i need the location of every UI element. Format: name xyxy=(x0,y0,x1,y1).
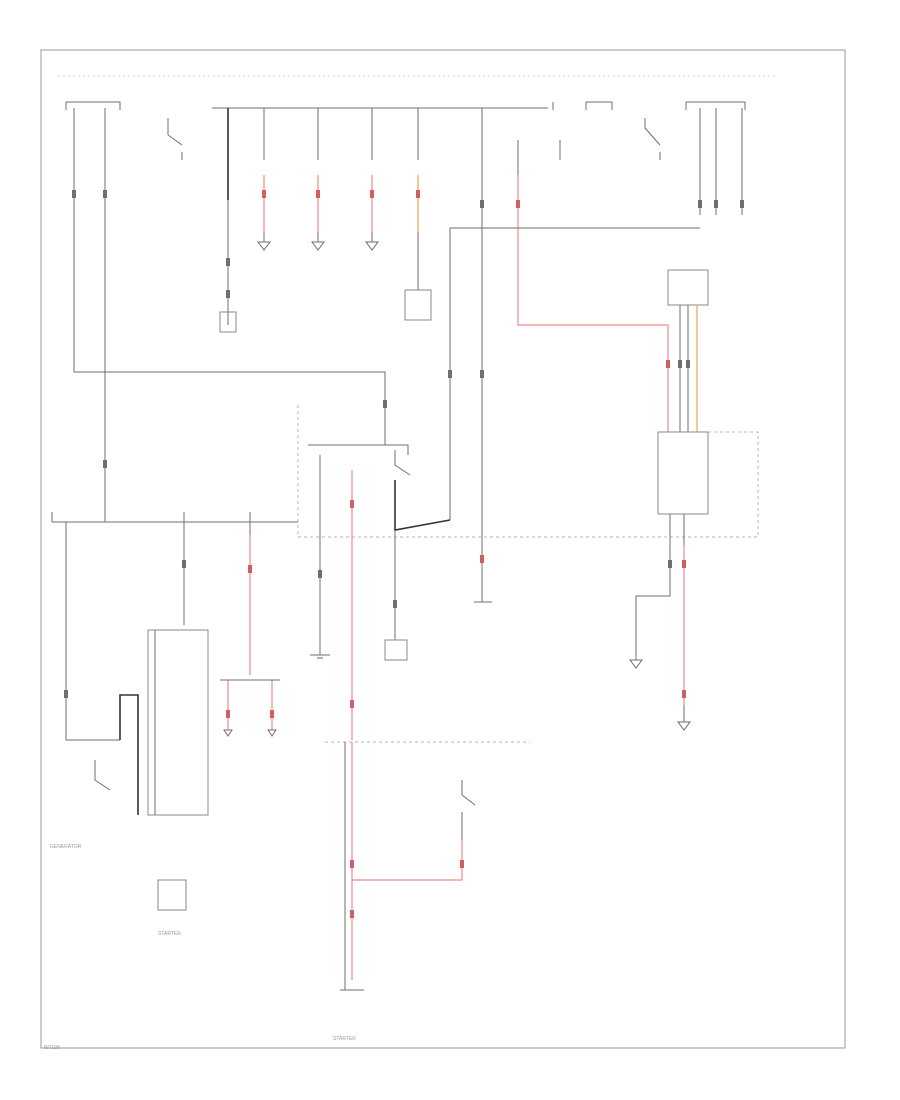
starter-cut-switch xyxy=(461,780,476,840)
right-control-module xyxy=(657,431,709,515)
relay-ground-wire xyxy=(394,480,451,531)
generator-label: GENERATOR xyxy=(50,844,82,850)
starter-relay-box xyxy=(384,639,408,661)
top-left-switch xyxy=(167,118,183,160)
fuse-column-1 xyxy=(257,108,271,251)
fuse-column-2 xyxy=(311,108,325,251)
right-top-module xyxy=(667,269,709,306)
main-fuse-box xyxy=(219,311,237,333)
starter-red-wire xyxy=(351,742,463,881)
diagram-frame xyxy=(40,49,846,1049)
top-right-switch xyxy=(644,118,661,160)
footer-code: W7108 xyxy=(44,1045,60,1051)
generator-block xyxy=(147,629,209,816)
fuse-column-4 xyxy=(404,108,432,321)
relay-switch xyxy=(394,450,411,530)
connector-marks xyxy=(64,190,744,918)
starter-label-bottom: STARTER xyxy=(333,1036,356,1042)
starter-label-left: STARTER xyxy=(158,931,181,937)
starter-motor-box xyxy=(157,879,187,911)
fuse-column-3 xyxy=(365,108,379,251)
red-feed-wire xyxy=(517,175,669,432)
